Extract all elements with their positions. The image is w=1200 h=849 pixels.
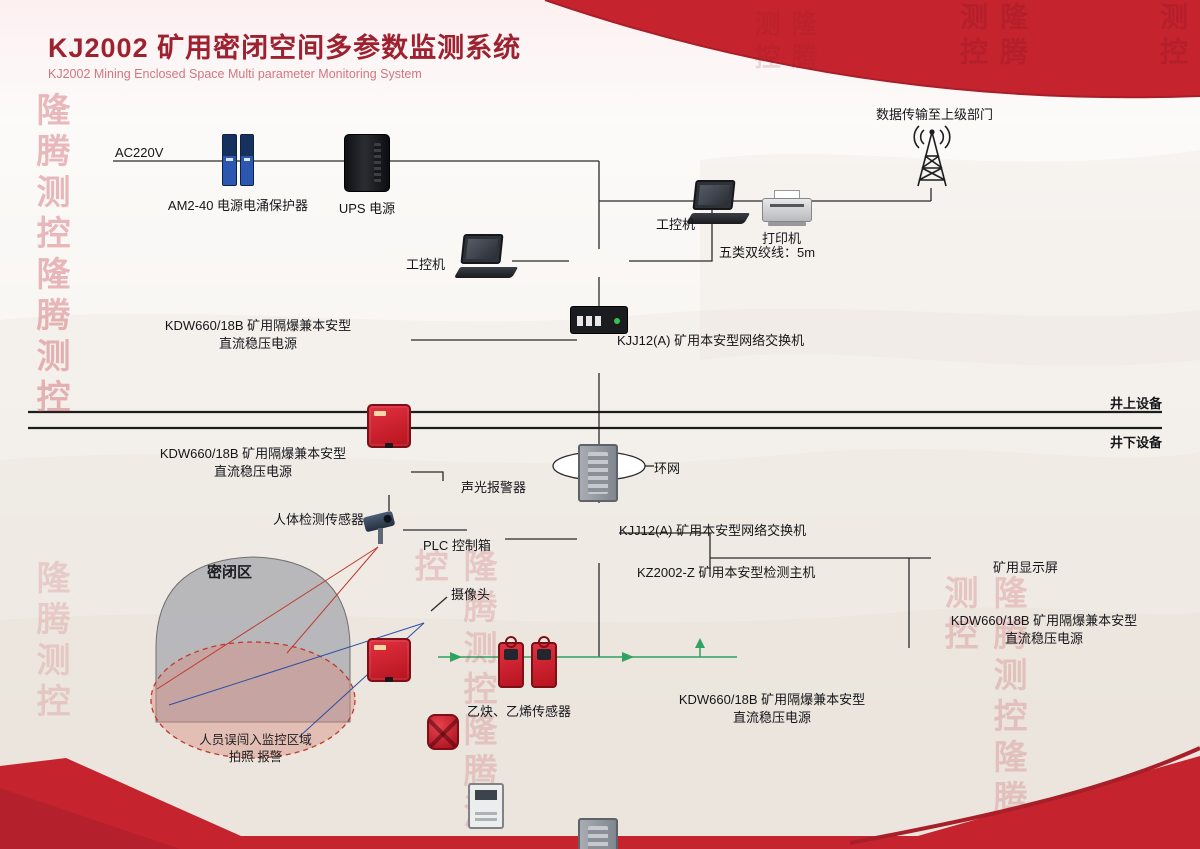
enclosed-zone-label: 密闭区 (207, 564, 253, 581)
gas-sensors-icon (498, 642, 557, 688)
page-subtitle: KJ2002 Mining Enclosed Space Multi param… (48, 67, 422, 81)
header-red-swoosh (545, 0, 1200, 98)
media-converter-icon (570, 306, 628, 334)
mining-display-label: 矿用显示屏 (993, 560, 1059, 575)
network-switch-top-icon (578, 444, 618, 502)
ups-label: UPS 电源 (338, 201, 396, 216)
printer-label: 打印机 (762, 231, 802, 246)
intrusion-zone-label: 人员误闯入监控区域 拍照 报警 (199, 733, 312, 764)
radio-tower-icon (905, 122, 959, 190)
network-switch-bottom-label: KJJ12(A) 矿用本安型网络交换机 (619, 523, 807, 538)
gas-sensors-label: 乙炔、乙烯传感器 (467, 704, 572, 719)
body-sensor-view-lines (156, 546, 379, 690)
tunnel-shape (155, 556, 351, 723)
network-switch-top-label: KJJ12(A) 矿用本安型网络交换机 (617, 333, 805, 348)
human-detection-sensor-label: 人体检测传感器 (273, 512, 365, 527)
cat5-label: 五类双绞线：5m (719, 245, 816, 260)
surge-protector-icon (222, 134, 254, 186)
page-title: KJ2002 矿用密闭空间多参数监测系统 (48, 33, 522, 63)
printer-icon (762, 190, 812, 228)
surge-protector-label: AM2-40 电源电涌保护器 (167, 198, 309, 213)
human-detection-sensor-icon (362, 510, 402, 546)
plc-control-box-icon (468, 783, 504, 829)
dc-power-supply-top-icon (367, 404, 411, 448)
plc-label: PLC 控制箱 (423, 538, 491, 553)
industrial-pc-left-icon (450, 234, 519, 278)
camera-label: 摄像头 (451, 587, 491, 602)
industrial-pc-left-label: 工控机 (406, 257, 446, 272)
uplink-label: 数据传输至上级部门 (876, 107, 994, 122)
detection-host-label: KZ2002-Z 矿用本安型检测主机 (637, 565, 816, 580)
sound-light-alarm-icon (427, 714, 459, 750)
dc-power-supply-top-label: KDW660/18B 矿用隔爆兼本安型 直流稳压电源 (164, 318, 352, 351)
underground-section-label: 井下设备 (1109, 435, 1162, 450)
alarm-label: 声光报警器 (461, 480, 527, 495)
network-switch-bottom-icon (578, 818, 618, 849)
section-divider (28, 410, 1162, 430)
industrial-pc-right-label: 工控机 (656, 217, 696, 232)
surface-section-label: 井上设备 (1109, 396, 1162, 411)
dc-power-supply-center-label: KDW660/18B 矿用隔爆兼本安型 直流稳压电源 (678, 692, 866, 725)
dc-power-supply-mid-label: KDW660/18B 矿用隔爆兼本安型 直流稳压电源 (159, 446, 347, 479)
ring-network-label: 环网 (654, 461, 681, 476)
dc-power-supply-right-label: KDW660/18B 矿用隔爆兼本安型 直流稳压电源 (950, 613, 1138, 646)
dc-power-supply-mid-icon (367, 638, 411, 682)
flow-arrows (450, 638, 705, 662)
intrusion-zone-ellipse (150, 641, 356, 759)
ups-icon (344, 134, 390, 192)
ac220v-label: AC220V (115, 145, 164, 160)
